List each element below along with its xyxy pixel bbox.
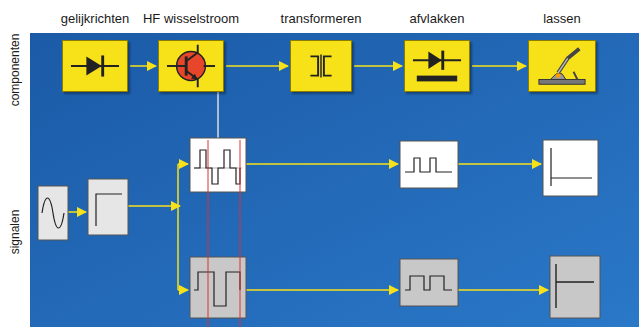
timing-line <box>208 140 209 327</box>
torch-symbol <box>529 41 595 91</box>
component-symbol <box>404 40 470 92</box>
pulse-wave <box>405 158 452 172</box>
output-box <box>543 140 598 196</box>
sine-box <box>38 186 68 240</box>
component-box: HF wisselstroom <box>143 10 239 92</box>
dc-step <box>96 194 122 226</box>
pulse-wave <box>194 150 240 184</box>
component-box: afvlakken <box>404 10 470 92</box>
flow-arrow <box>472 65 526 67</box>
dc-box <box>88 179 128 235</box>
timing-line <box>240 140 241 327</box>
pulse-box <box>190 138 246 192</box>
component-box: transformeren <box>281 10 362 92</box>
stage-heading: gelijkrichten <box>61 10 130 28</box>
row-label: signalen <box>8 210 22 255</box>
smoothing-symbol <box>405 41 469 91</box>
signal-arrows <box>68 164 548 290</box>
component-box: lassen <box>528 10 596 92</box>
transistor-symbol <box>159 41 223 91</box>
blue-panel <box>30 33 639 327</box>
flow-arrow <box>226 65 288 67</box>
square-wave <box>194 272 240 306</box>
pulse-box <box>400 141 458 188</box>
stage-heading: HF wisselstroom <box>143 10 239 28</box>
dc-line <box>556 264 594 308</box>
component-symbol <box>290 40 352 92</box>
row-label: componenten <box>8 34 22 107</box>
stage-heading: lassen <box>543 10 581 28</box>
component-symbol <box>158 40 224 92</box>
signal-wire <box>217 92 219 138</box>
pulse-box <box>190 257 246 318</box>
dc-line <box>551 148 592 186</box>
sine-wave <box>42 198 64 228</box>
stage-heading: afvlakken <box>410 10 465 28</box>
component-symbol <box>62 40 128 92</box>
flow-arrow <box>130 65 156 67</box>
output-box <box>550 256 600 318</box>
diode-symbol <box>63 41 127 91</box>
square-wave <box>405 276 452 290</box>
transformer-symbol <box>291 41 351 91</box>
component-box: gelijkrichten <box>61 10 130 92</box>
flow-arrow <box>354 65 402 67</box>
component-symbol <box>528 40 596 92</box>
stage-heading: transformeren <box>281 10 362 28</box>
pulse-box <box>400 259 458 306</box>
